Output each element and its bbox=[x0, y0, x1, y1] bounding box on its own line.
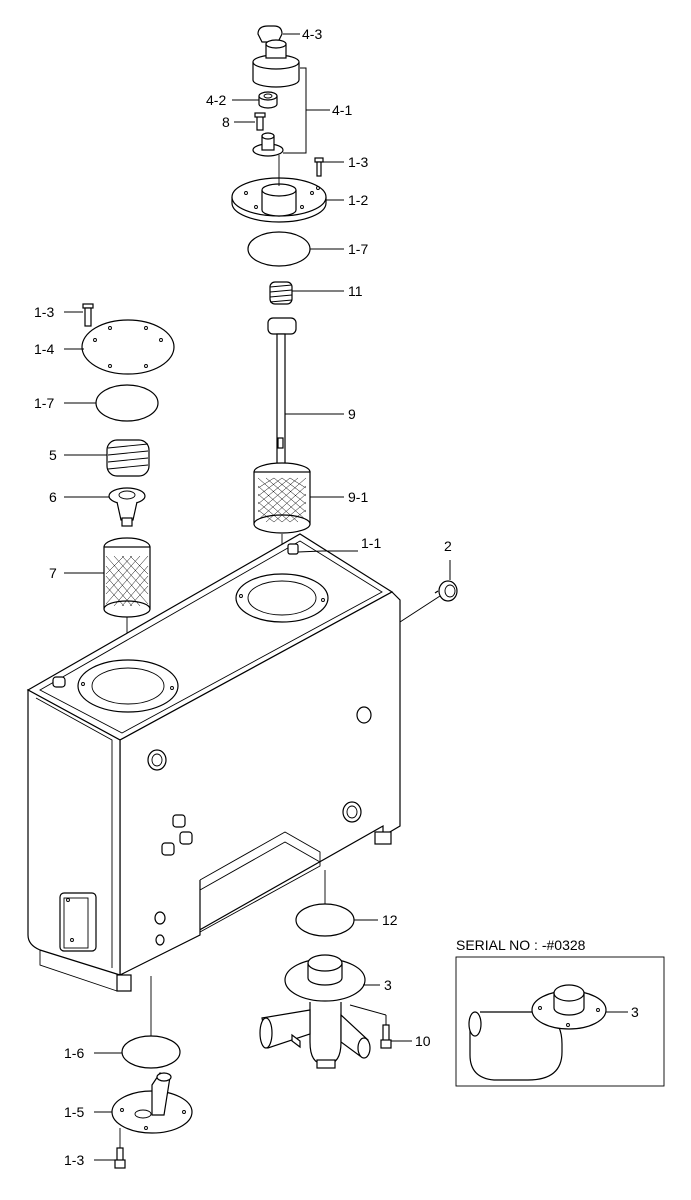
callout-labels: 4-3 4-2 4-1 8 1-3 1-2 1-7 11 1-3 1-4 1-7… bbox=[34, 26, 452, 1168]
label-1-7-top: 1-7 bbox=[348, 241, 368, 257]
label-4-1: 4-1 bbox=[332, 102, 352, 118]
label-6: 6 bbox=[49, 489, 57, 505]
label-1-6: 1-6 bbox=[64, 1045, 84, 1061]
label-1-3-bottom: 1-3 bbox=[64, 1152, 84, 1168]
leader-lines bbox=[64, 33, 412, 1161]
label-10: 10 bbox=[415, 1033, 431, 1049]
label-1-1: 1-1 bbox=[361, 535, 381, 551]
nut-4-2 bbox=[258, 91, 278, 109]
spring-11 bbox=[269, 281, 293, 305]
suction-pipe-3-inset bbox=[468, 984, 607, 1081]
bolt-1-3-left bbox=[82, 303, 94, 327]
suction-pipe-3 bbox=[259, 954, 371, 1069]
rod-9 bbox=[267, 317, 297, 465]
label-9-1: 9-1 bbox=[348, 489, 368, 505]
hydraulic-tank-1-1 bbox=[26, 533, 401, 992]
label-9: 9 bbox=[348, 406, 356, 422]
serial-inset: SERIAL NO : -#0328 3 bbox=[455, 937, 665, 1087]
label-7: 7 bbox=[49, 565, 57, 581]
o-ring-1-7-top bbox=[247, 231, 311, 267]
label-8: 8 bbox=[222, 114, 230, 130]
label-2: 2 bbox=[444, 538, 452, 554]
label-1-5: 1-5 bbox=[64, 1104, 84, 1120]
plug-2 bbox=[434, 580, 458, 602]
cover-plate-1-4 bbox=[81, 319, 175, 375]
cap-body-4-1 bbox=[252, 39, 300, 88]
label-11: 11 bbox=[348, 283, 363, 299]
label-1-7-left: 1-7 bbox=[34, 395, 54, 411]
bolt-10 bbox=[380, 1024, 392, 1049]
spring-5 bbox=[106, 439, 150, 477]
bolt-1-3-top bbox=[314, 157, 324, 177]
cap-4-3 bbox=[257, 25, 283, 43]
label-1-4: 1-4 bbox=[34, 341, 54, 357]
label-4-2: 4-2 bbox=[206, 92, 226, 108]
label-5: 5 bbox=[49, 447, 57, 463]
label-1-3-top: 1-3 bbox=[348, 154, 368, 170]
adapter-4-1-base bbox=[252, 132, 284, 157]
cover-plate-1-2 bbox=[231, 155, 327, 223]
gasket-12 bbox=[295, 903, 355, 937]
strainer-7 bbox=[103, 537, 151, 680]
drain-plate-1-5 bbox=[111, 1072, 193, 1134]
bolt-8 bbox=[254, 112, 266, 131]
gasket-1-6 bbox=[121, 1035, 181, 1069]
valve-6 bbox=[108, 487, 146, 527]
filter-element-9-1 bbox=[253, 462, 311, 596]
label-4-3: 4-3 bbox=[302, 26, 322, 42]
label-3-inset: 3 bbox=[631, 1004, 639, 1020]
o-ring-1-7-left bbox=[95, 384, 159, 422]
bolt-1-3-bottom bbox=[114, 1128, 126, 1169]
inset-frame bbox=[455, 956, 665, 1087]
label-1-3-left: 1-3 bbox=[34, 304, 54, 320]
label-3: 3 bbox=[384, 977, 392, 993]
label-1-2: 1-2 bbox=[348, 192, 368, 208]
inset-title: SERIAL NO : -#0328 bbox=[456, 937, 586, 953]
label-12: 12 bbox=[382, 912, 398, 928]
